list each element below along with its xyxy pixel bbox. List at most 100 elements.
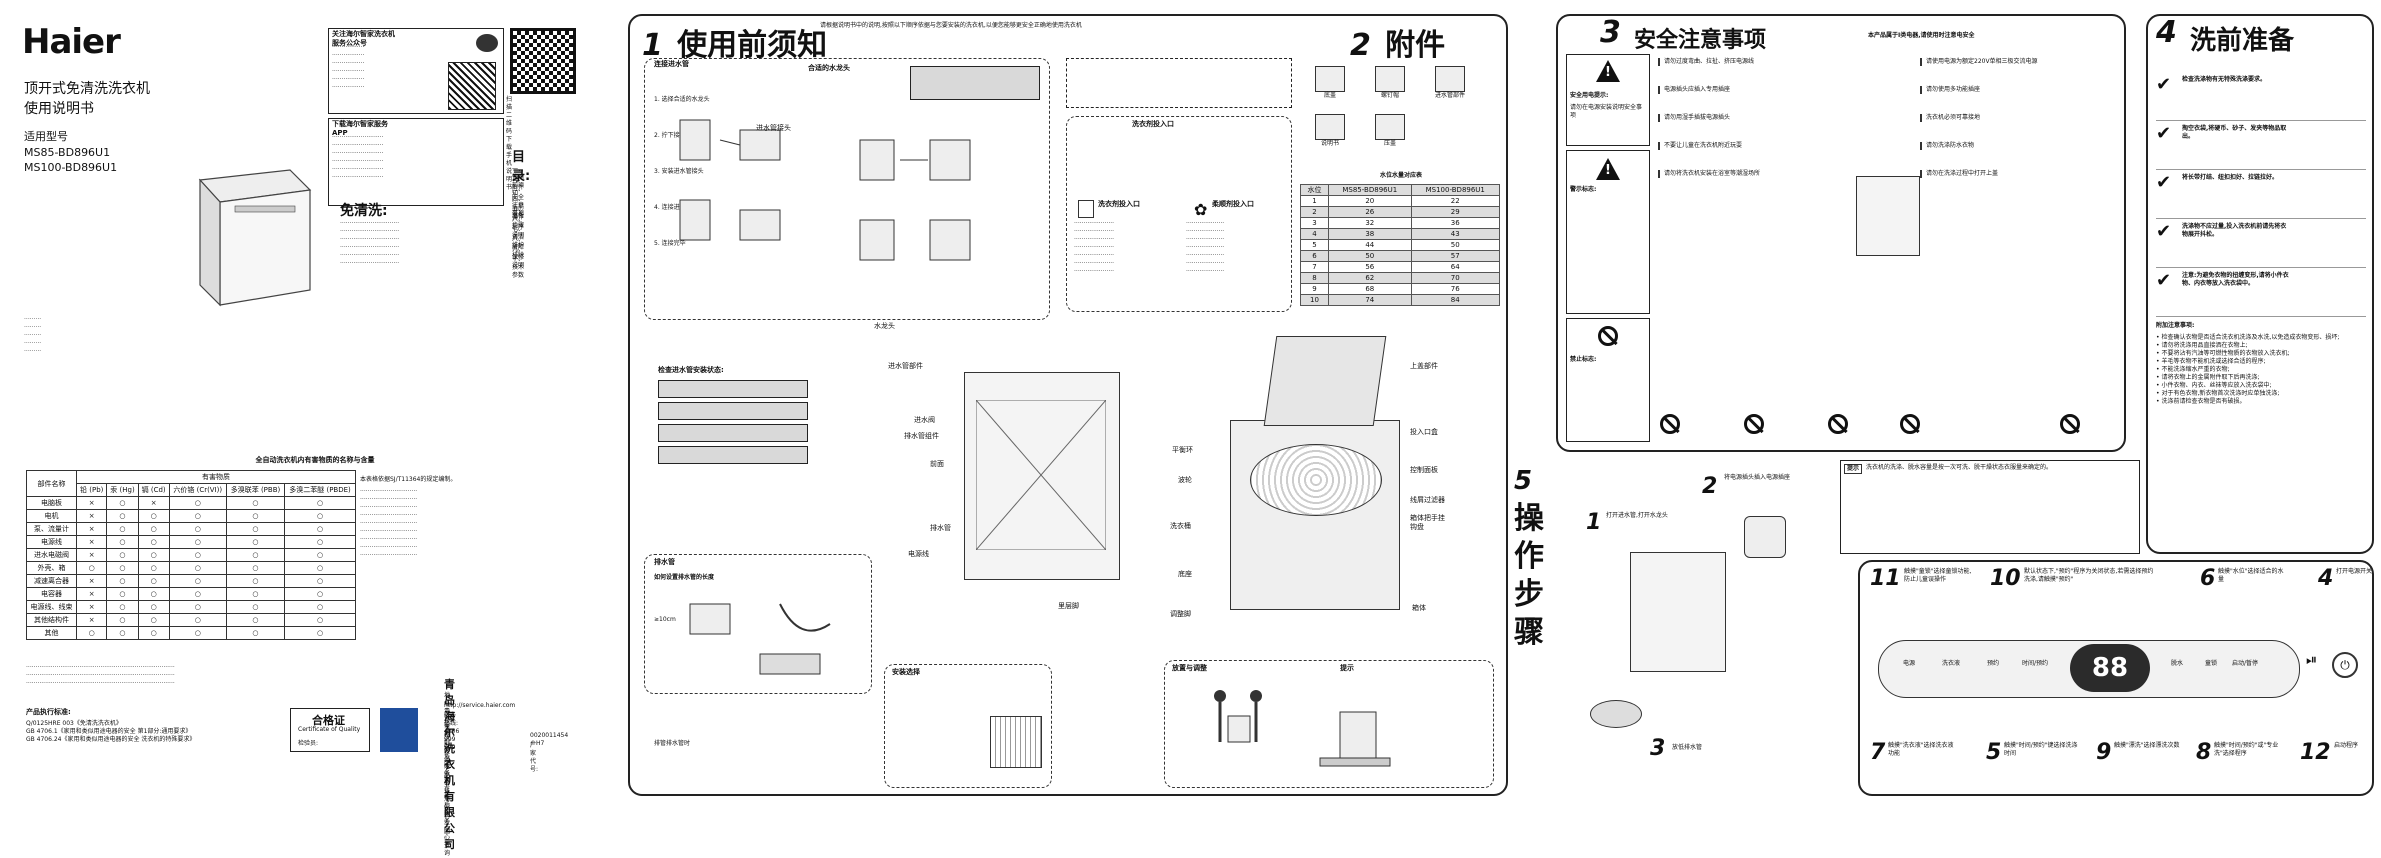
- prep-item: ✔检查洗涤物有无特殊洗涤要求。: [2156, 72, 2366, 121]
- toc-item[interactable]: 三、安全注意事项: [512, 186, 525, 217]
- panel-button[interactable]: 童锁: [2204, 660, 2217, 667]
- check-row-3: [658, 424, 808, 442]
- step-5-num: 5: [1986, 740, 2002, 765]
- rohs-cell: ○: [284, 613, 356, 627]
- app-title: 下载海尔智家服务APP: [332, 120, 388, 137]
- rohs-cell: 电脑板: [25, 496, 78, 510]
- rohs-cell: 电源线: [25, 535, 78, 549]
- check-row-1: [658, 380, 808, 398]
- forbid-icon-5: [1900, 414, 1920, 434]
- spec-cell: 22: [1410, 195, 1501, 207]
- check-icon: ✔: [2156, 172, 2172, 193]
- standards-list: Q/0125HRE 003《免清洗洗衣机》GB 4706.1《家用和类似用途电器…: [26, 720, 195, 744]
- rohs-cell: 电源线、线束: [25, 600, 78, 614]
- section-3-subtitle: 本产品属于Ⅰ类电器,请使用时注意电安全: [1868, 32, 1975, 39]
- power-button[interactable]: ⏻: [2332, 652, 2358, 678]
- toc-item[interactable]: 五、操作步骤: [512, 206, 525, 229]
- forbid-icon: [1598, 326, 1618, 346]
- quality-badge: [380, 708, 418, 752]
- rohs-cell: ○: [168, 522, 227, 536]
- rohs-row: 减速离合器×○○○○○: [25, 574, 356, 588]
- safety-left-list: 请勿过度弯曲、拉扯、挤压电源线电源插头应插入专用插座请勿用湿手插拔电源插头不要让…: [1658, 58, 1848, 198]
- rohs-cell: ○: [137, 509, 170, 523]
- step-12-num: 12: [2300, 740, 2331, 765]
- toc-item[interactable]: 七、清洁维护: [512, 226, 525, 249]
- accessory-icon: [1315, 114, 1345, 140]
- accessory-item: 进水管部件: [1422, 66, 1478, 110]
- install-step: 1. 选择合适的水龙头: [654, 96, 710, 103]
- rohs-cell: ○: [225, 613, 286, 627]
- section-2-header: 2 附件: [1350, 20, 1445, 64]
- section-3-title: 安全注意事项: [1634, 28, 1767, 53]
- step-6-text: 触摸"水位"选择适合的水量: [2218, 568, 2284, 583]
- rohs-cell: ○: [76, 626, 108, 640]
- section-3-panel: [1556, 14, 2126, 452]
- rohs-cell: ○: [284, 509, 356, 523]
- accessory-item: 说明书: [1302, 114, 1358, 158]
- toc-item[interactable]: 九、保修说明: [512, 246, 525, 269]
- panel-button[interactable]: 电源: [1902, 660, 1915, 667]
- label-top-cover: 上盖部件: [1410, 362, 1438, 370]
- rohs-cell: ○: [137, 600, 170, 614]
- spec-cell: 50: [1410, 239, 1501, 251]
- rohs-header-cell: 部件名称: [25, 470, 78, 497]
- adjust-box: [1164, 660, 1494, 788]
- play-pause-icon[interactable]: ⏯: [2306, 652, 2318, 668]
- accessory-item: 底盖: [1302, 66, 1358, 110]
- accessory-icon: [1375, 114, 1405, 140]
- rohs-header-cell: 汞 (Hg): [106, 483, 139, 497]
- prep-item: ✔注意:为避免衣物的扭缠变形,请将小件衣物、内衣等放入洗衣袋中。: [2156, 268, 2366, 317]
- toc-item[interactable]: 二、附件: [512, 176, 525, 191]
- step-1-num: 1: [1586, 510, 1602, 535]
- rohs-cell: ○: [225, 587, 286, 601]
- spec-cell: 2: [1299, 206, 1330, 218]
- toc-item[interactable]: 十、技术参数: [512, 256, 525, 279]
- panel-button[interactable]: 时间/预约: [2021, 660, 2049, 667]
- model-1: MS85-BD896U1: [24, 146, 111, 159]
- panel-button[interactable]: 洗衣液: [1941, 660, 1960, 667]
- rohs-cell: ○: [137, 561, 170, 575]
- rohs-cell: ○: [284, 522, 356, 536]
- spec-cell: 29: [1410, 206, 1501, 218]
- spec-header-cell: MS100-BD896U1: [1410, 184, 1501, 196]
- washer-lid: [1263, 336, 1387, 426]
- standard-item: GB 4706.1《家用和类似用途电器的安全 第1部分:通用要求》: [26, 728, 192, 735]
- section-2-title: 附件: [1385, 28, 1446, 63]
- panel-button[interactable]: 启动/暂停: [2231, 660, 2259, 667]
- spec-cell: 43: [1410, 228, 1501, 240]
- spec-cell: 76: [1410, 283, 1501, 295]
- spec-cell: 26: [1328, 206, 1412, 218]
- prep-text: 掏空衣袋,将硬币、砂子、发夹等物品取出。: [2182, 125, 2287, 140]
- rohs-cell: ○: [106, 600, 139, 614]
- spec-cell: 74: [1328, 294, 1412, 306]
- prep-text: 洗涤物不应过量,投入洗衣机前请先将衣物展开抖松。: [2182, 223, 2287, 238]
- wechat-title: 关注海尔智家洗衣机服务公众号: [332, 30, 395, 47]
- toc-item[interactable]: 四、洗前准备: [512, 196, 525, 219]
- qr-caption: 扫描二维码下载手机说明书: [506, 96, 513, 191]
- panel-button[interactable]: 脱水: [2170, 660, 2183, 667]
- note-item: • 小件衣物、内衣、丝袜等应放入洗衣袋中;: [2156, 382, 2272, 389]
- models-label: 适用型号: [24, 130, 68, 143]
- connect-hose-title: 连接进水管: [654, 60, 689, 68]
- spec-cell: 38: [1328, 228, 1412, 240]
- panel-button[interactable]: 预约: [1986, 660, 1999, 667]
- service-url[interactable]: http://service.haier.com: [444, 702, 516, 709]
- rohs-cell: ○: [106, 613, 139, 627]
- toc-item[interactable]: 六、程序说明: [512, 216, 525, 239]
- rohs-cell: ○: [76, 561, 108, 575]
- label-cabinet: 箱体: [1412, 604, 1426, 612]
- drain-sub: 如何设置排水管的长度: [654, 574, 715, 581]
- label-inlet-parts: 进水管部件: [888, 362, 923, 370]
- step-8-text: 触摸"时间/预约"或"专业洗"选择程序: [2214, 742, 2279, 757]
- drain-height: ≥10cm: [654, 616, 676, 623]
- rohs-cell: ○: [284, 600, 356, 614]
- toc-item[interactable]: 八、故障排除: [512, 236, 525, 259]
- spec-cell: 70: [1410, 272, 1501, 284]
- accessory-desc: [1066, 58, 1292, 108]
- tel-note: 零售价格及服务请在售后服务中心查询: [444, 722, 451, 857]
- rohs-cell: ○: [137, 613, 170, 627]
- step-8-num: 8: [2196, 740, 2212, 765]
- faucet-title: 合适的水龙头: [808, 64, 850, 72]
- clean-desc: ········································…: [340, 220, 400, 267]
- toc-item[interactable]: 一、使用前须知: [512, 166, 525, 197]
